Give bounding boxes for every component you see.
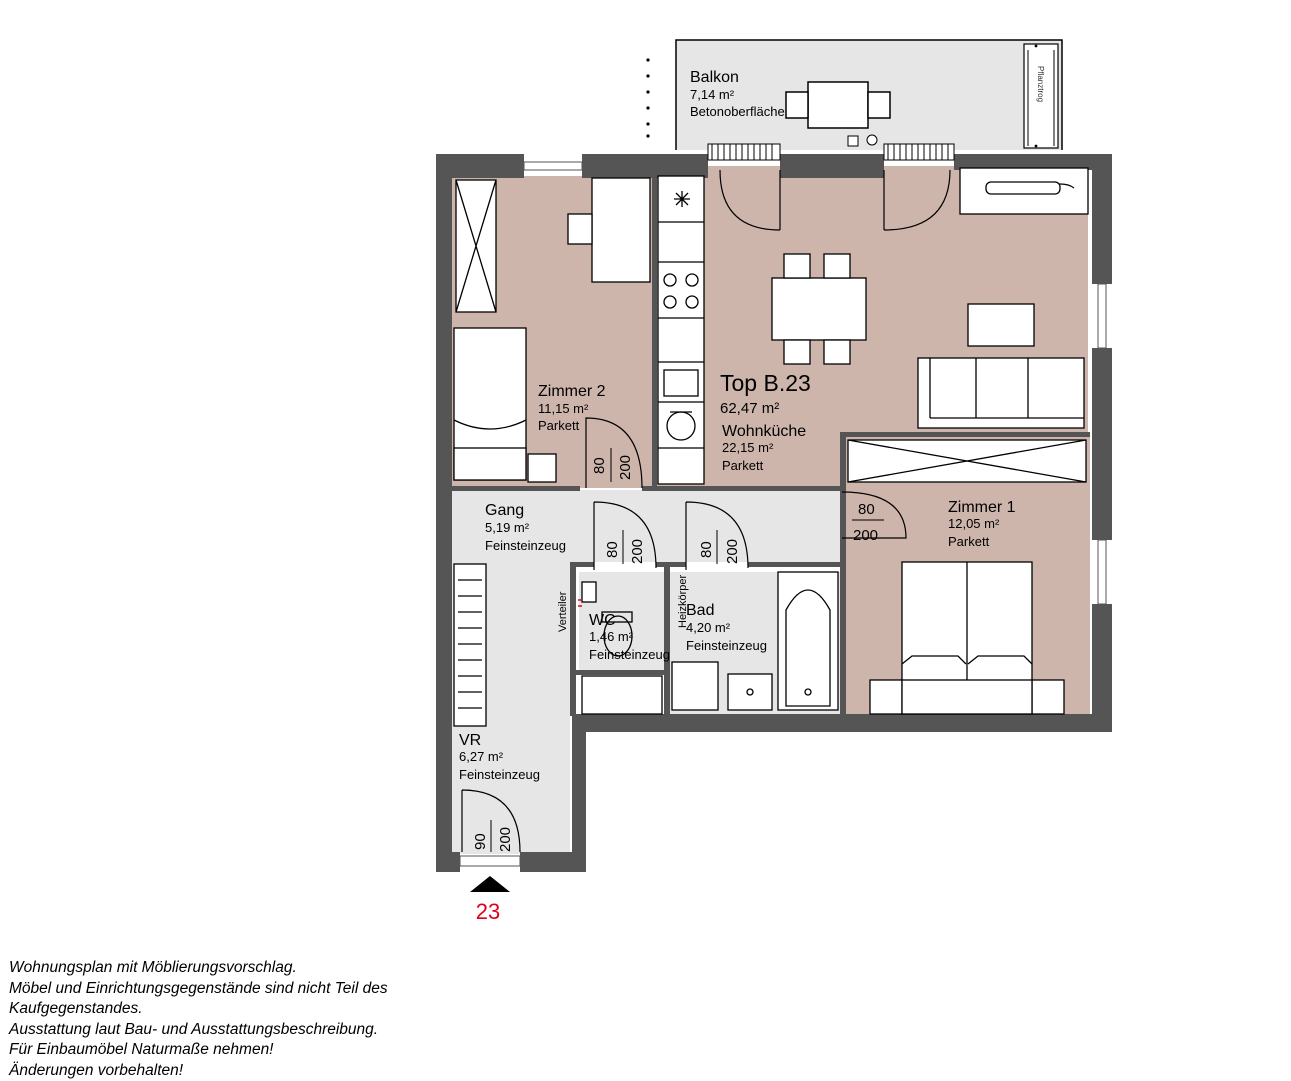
wall — [652, 176, 657, 488]
wall — [642, 486, 842, 491]
bad-area: 4,20 m² — [686, 620, 731, 635]
wc-name: WC — [589, 612, 616, 629]
gang-area: 5,19 m² — [485, 520, 530, 535]
door-wc-width: 80 — [604, 541, 621, 558]
door-bad-height: 200 — [724, 539, 741, 564]
wohnkueche-name: Wohnküche — [722, 423, 806, 440]
pflanztrog-label: Pflanztrog — [1036, 66, 1045, 102]
window — [524, 162, 582, 170]
nightstand — [528, 454, 556, 482]
wall — [656, 562, 686, 567]
coffee-table — [968, 304, 1034, 346]
wall — [840, 432, 1090, 437]
storage-cabinet — [582, 676, 662, 714]
disclaimer-line: Änderungen vorbehalten! — [9, 1061, 529, 1081]
door-entry-width: 90 — [472, 833, 489, 850]
zimmer1-name: Zimmer 1 — [948, 499, 1016, 516]
wc-area: 1,46 m² — [589, 629, 634, 644]
wall — [1092, 348, 1112, 540]
wall — [570, 562, 576, 716]
kitchen — [658, 176, 704, 484]
entrance-arrow-icon — [470, 876, 510, 892]
desk-chair — [568, 214, 592, 244]
wall — [1092, 604, 1112, 732]
disclaimer: Wohnungsplan mit Möblierungsvorschlag. M… — [9, 958, 529, 1081]
wall — [1092, 154, 1112, 284]
wc-basin — [582, 582, 596, 602]
zimmer1-area: 12,05 m² — [948, 516, 1000, 531]
desk — [592, 178, 650, 282]
wall — [520, 852, 586, 872]
zimmer1-surface: Parkett — [948, 534, 990, 549]
balkon-surface: Betonoberfläche — [690, 104, 785, 119]
vr-area: 6,27 m² — [459, 749, 504, 764]
balcony-chair-right — [868, 92, 890, 118]
bad-name: Bad — [686, 602, 714, 619]
wall — [664, 562, 670, 716]
wohnkueche-area: 22,15 m² — [722, 440, 774, 455]
balkon-area: 7,14 m² — [690, 87, 735, 102]
zimmer2-surface: Parkett — [538, 418, 580, 433]
wall — [780, 154, 884, 178]
door-zimmer2-height: 200 — [617, 455, 634, 480]
vr-surface: Feinsteinzeug — [459, 767, 540, 782]
vr-cabinet — [454, 564, 486, 726]
unit-title: Top B.23 — [720, 370, 811, 396]
door-entry-height: 200 — [497, 827, 514, 852]
door-zimmer1-height: 200 — [853, 527, 878, 544]
verteiler-label: Verteiler — [557, 591, 569, 632]
balkon-name: Balkon — [690, 69, 739, 86]
zimmer2-name: Zimmer 2 — [538, 383, 606, 400]
wall — [572, 714, 1112, 732]
disclaimer-line: Wohnungsplan mit Möblierungsvorschlag. — [9, 958, 529, 979]
disclaimer-line: Kaufgegenstandes. — [9, 999, 529, 1020]
wall — [576, 670, 666, 675]
zimmer2-area: 11,15 m² — [538, 401, 589, 416]
window — [1098, 284, 1106, 348]
wall — [840, 436, 846, 716]
disclaimer-line: Möbel und Einrichtungsgegenstände sind n… — [9, 979, 529, 1000]
window — [1098, 540, 1106, 604]
balcony-door-frame-left — [708, 144, 780, 160]
wc-surface: Feinsteinzeug — [589, 647, 670, 662]
door-bad-width: 80 — [698, 541, 715, 558]
window — [460, 856, 520, 866]
wohnkueche-surface: Parkett — [722, 458, 764, 473]
entrance-number: 23 — [476, 899, 500, 924]
wall — [582, 154, 708, 178]
gang-name: Gang — [485, 502, 524, 519]
wall — [452, 486, 580, 491]
wall — [436, 852, 460, 872]
wall — [748, 562, 842, 567]
unit-total-area: 62,47 m² — [720, 400, 779, 417]
disclaimer-line: Für Einbaumöbel Naturmaße nehmen! — [9, 1040, 529, 1061]
heizkoerper-label: Heizkörper — [677, 574, 689, 628]
disclaimer-line: Ausstattung laut Bau- und Ausstattungsbe… — [9, 1020, 529, 1041]
wall — [572, 714, 586, 872]
dining-table — [772, 278, 866, 340]
gang-surface: Feinsteinzeug — [485, 538, 566, 553]
vr-name: VR — [459, 732, 481, 749]
door-zimmer1-width: 80 — [858, 501, 875, 518]
door-zimmer2-width: 80 — [591, 457, 608, 474]
balcony-chair-left — [786, 92, 808, 118]
balcony-table — [808, 82, 868, 128]
bad-surface: Feinsteinzeug — [686, 638, 767, 653]
wall — [436, 154, 452, 872]
washbasin — [728, 674, 772, 710]
door-wc-height: 200 — [629, 539, 646, 564]
washing-machine — [672, 662, 718, 710]
